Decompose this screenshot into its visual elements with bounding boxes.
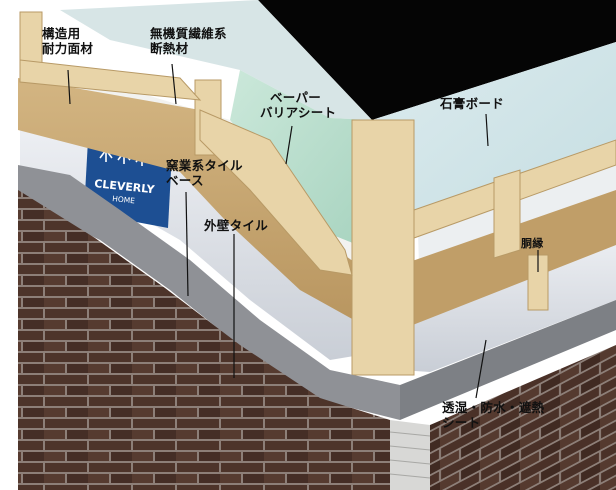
label-tile-base: 窯業系タイル ベース [166,158,243,188]
label-breathable-sheet-line2: シート [442,415,481,430]
label-vapor-barrier-line2: バリアシート [260,105,337,120]
corner-post [351,119,415,376]
vapor-barrier-sheet [230,70,372,250]
label-insulation: 無機質繊維系 断熱材 [150,26,227,56]
leader-gypsum [485,113,489,147]
label-insulation-line1: 無機質繊維系 [150,26,227,41]
label-tile-base-line1: 窯業系タイル [166,158,243,173]
background-dark [258,0,616,120]
leader-vapor [285,125,293,165]
top-beam-left [19,59,202,101]
exterior-tile-right [430,345,616,490]
gypsum-board-left [60,0,372,120]
label-exterior-tile-text: 外壁タイル [204,218,269,233]
exterior-tile-left [18,190,390,490]
label-gypsum-board: 石膏ボード [440,96,504,111]
label-vapor-barrier-line1: ベーパー [270,90,322,105]
label-furring: 胴縁 [521,236,544,251]
structural-panel-right [372,190,616,330]
mid-beam-left [199,109,353,276]
label-insulation-line2: 断熱材 [150,41,189,56]
leader-lines [67,63,539,399]
tile-base-left [18,165,400,420]
structural-panel-left [18,78,372,330]
brand-line1: CLEVERLY [94,177,156,196]
tile-base-right [400,300,616,420]
label-tile-base-line2: ベース [166,173,204,188]
brand-line2: HOME [112,194,136,205]
gypsum-board-right [370,42,616,250]
stud-right [493,169,521,259]
label-gypsum-board-text: 石膏ボード [440,96,505,111]
label-furring-text: 胴縁 [521,237,544,250]
timber-frame [19,11,616,376]
label-structural-panel-line1: 構造用 [42,26,81,41]
label-exterior-tile: 外壁タイル [204,218,268,233]
label-breathable-sheet: 透湿・防水・遮熱 シート [442,400,544,430]
label-breathable-sheet-line1: 透湿・防水・遮熱 [442,400,545,415]
corner-tile [390,420,430,490]
leader-insulation [171,63,177,105]
leader-structural [67,69,71,105]
label-structural-panel: 構造用 耐力面材 [42,26,93,56]
leader-breathable [475,339,487,399]
leader-tile-base [185,191,189,297]
label-structural-panel-line2: 耐力面材 [42,41,94,56]
label-vapor-barrier: ベーパー バリアシート [260,90,336,120]
corner-tile-lines [389,431,431,479]
